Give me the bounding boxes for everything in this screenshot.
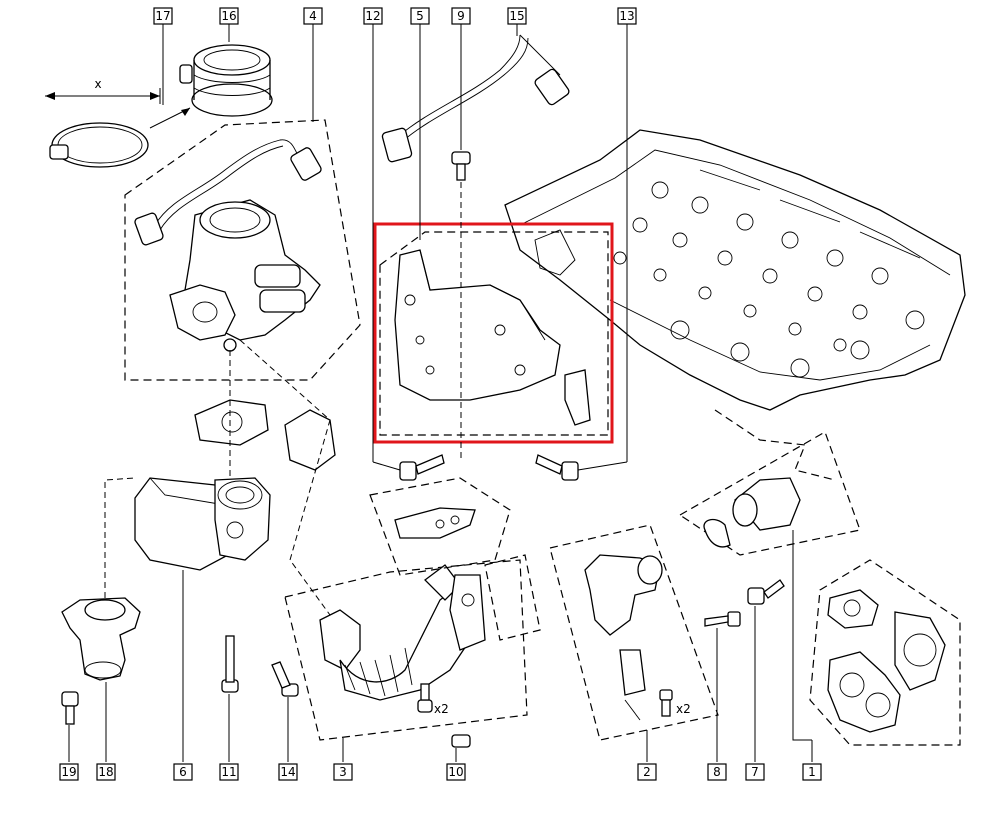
bolt-12 — [399, 454, 445, 481]
callout-17: 17 — [153, 7, 173, 25]
egr-valve-assembly — [124, 119, 361, 381]
svg-text:13: 13 — [619, 9, 634, 23]
bolt-11 — [221, 635, 239, 693]
callout-7: 7 — [745, 763, 765, 781]
callout-18: 18 — [96, 763, 116, 781]
bolt-x2-right — [659, 689, 673, 717]
gasket-upper — [194, 399, 269, 446]
svg-text:15: 15 — [509, 9, 524, 23]
svg-text:2: 2 — [643, 765, 651, 779]
svg-text:4: 4 — [309, 9, 317, 23]
callout-15: 15 — [507, 7, 527, 25]
bolt-7 — [747, 579, 785, 605]
svg-text:19: 19 — [61, 765, 76, 779]
svg-text:16: 16 — [221, 9, 236, 23]
bolt-x2-left — [417, 683, 433, 713]
svg-text:1: 1 — [808, 765, 816, 779]
gasket-plate — [369, 477, 511, 576]
exhaust-gaskets — [809, 559, 961, 746]
bolt-9 — [451, 151, 471, 181]
svg-text:3: 3 — [339, 765, 347, 779]
throttle-body — [134, 477, 271, 571]
bolt-13 — [535, 454, 579, 481]
callout-1: 1 — [802, 763, 822, 781]
callout-2: 2 — [637, 763, 657, 781]
dimension-x-label: x — [94, 77, 101, 91]
nut-10 — [451, 734, 471, 748]
callout-14: 14 — [278, 763, 298, 781]
cooler-assembly — [549, 524, 719, 741]
svg-text:12: 12 — [365, 9, 380, 23]
svg-text:5: 5 — [416, 9, 424, 23]
callout-8: 8 — [707, 763, 727, 781]
housing-18 — [61, 597, 141, 681]
svg-text:6: 6 — [179, 765, 187, 779]
callout-9: 9 — [451, 7, 471, 25]
intake-hose — [179, 44, 273, 117]
hose-clamp — [49, 122, 149, 168]
bolt-14 — [271, 661, 299, 697]
callout-13: 13 — [617, 7, 637, 25]
callout-19: 19 — [59, 763, 79, 781]
svg-text:7: 7 — [751, 765, 759, 779]
svg-text:17: 17 — [155, 9, 170, 23]
gasket-between — [484, 554, 541, 641]
egr-pipe-assembly — [284, 559, 528, 741]
callout-12: 12 — [363, 7, 383, 25]
gasket-side — [284, 409, 336, 471]
svg-text:14: 14 — [280, 765, 295, 779]
qty-label-left: x2 — [434, 702, 449, 716]
egr-bracket — [373, 222, 614, 444]
cylinder-head — [504, 129, 966, 411]
callout-10: 10 — [446, 763, 466, 781]
svg-text:10: 10 — [448, 765, 463, 779]
callout-6: 6 — [173, 763, 193, 781]
svg-text:18: 18 — [98, 765, 113, 779]
callout-4: 4 — [303, 7, 323, 25]
svg-text:11: 11 — [221, 765, 236, 779]
bolt-19 — [61, 691, 79, 725]
callout-16: 16 — [219, 7, 239, 25]
callout-3: 3 — [333, 763, 353, 781]
callout-5: 5 — [410, 7, 430, 25]
svg-text:9: 9 — [457, 9, 465, 23]
callout-11: 11 — [219, 763, 239, 781]
svg-text:8: 8 — [713, 765, 721, 779]
sensor-harness — [381, 34, 570, 163]
bolt-8 — [704, 611, 741, 627]
leader-lines — [68, 24, 813, 762]
qty-label-right: x2 — [676, 702, 691, 716]
highlight-box — [373, 222, 614, 444]
dimension-x: x — [45, 77, 191, 129]
elbow-connector — [678, 431, 861, 556]
